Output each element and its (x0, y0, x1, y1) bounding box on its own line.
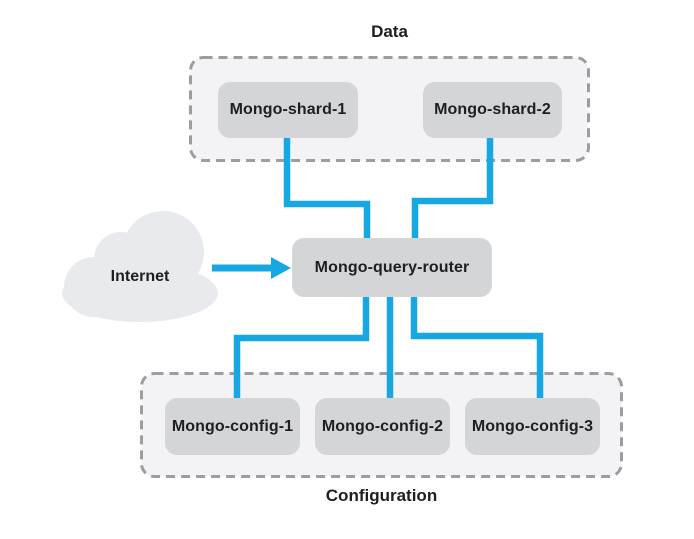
node-mongo-shard-1: Mongo-shard-1 (218, 82, 358, 138)
connector-shard2-router (411, 136, 494, 242)
node-label: Mongo-config-1 (171, 417, 294, 435)
node-mongo-config-1: Mongo-config-1 (165, 398, 300, 455)
node-mongo-shard-2: Mongo-shard-2 (423, 82, 562, 138)
connector-lines (233, 136, 544, 400)
connector-router-config3 (410, 295, 544, 400)
configuration-group-label: Configuration (325, 486, 438, 505)
arrow-icon (212, 257, 291, 279)
node-mongo-config-3: Mongo-config-3 (465, 398, 600, 455)
node-label: Mongo-shard-1 (229, 101, 347, 118)
node-label: Mongo-config-3 (471, 417, 594, 435)
node-label: Mongo-query-router (314, 258, 470, 276)
node-label: Mongo-shard-2 (434, 101, 551, 118)
connector-router-config1 (233, 295, 370, 400)
node-mongo-config-2: Mongo-config-2 (315, 398, 450, 455)
data-group-label: Data (371, 22, 408, 41)
internet-label: Internet (110, 268, 170, 285)
connector-shard1-router (283, 136, 371, 242)
node-label: Mongo-config-2 (321, 417, 444, 435)
cloud-icon (62, 211, 218, 322)
node-mongo-query-router: Mongo-query-router (292, 238, 492, 297)
